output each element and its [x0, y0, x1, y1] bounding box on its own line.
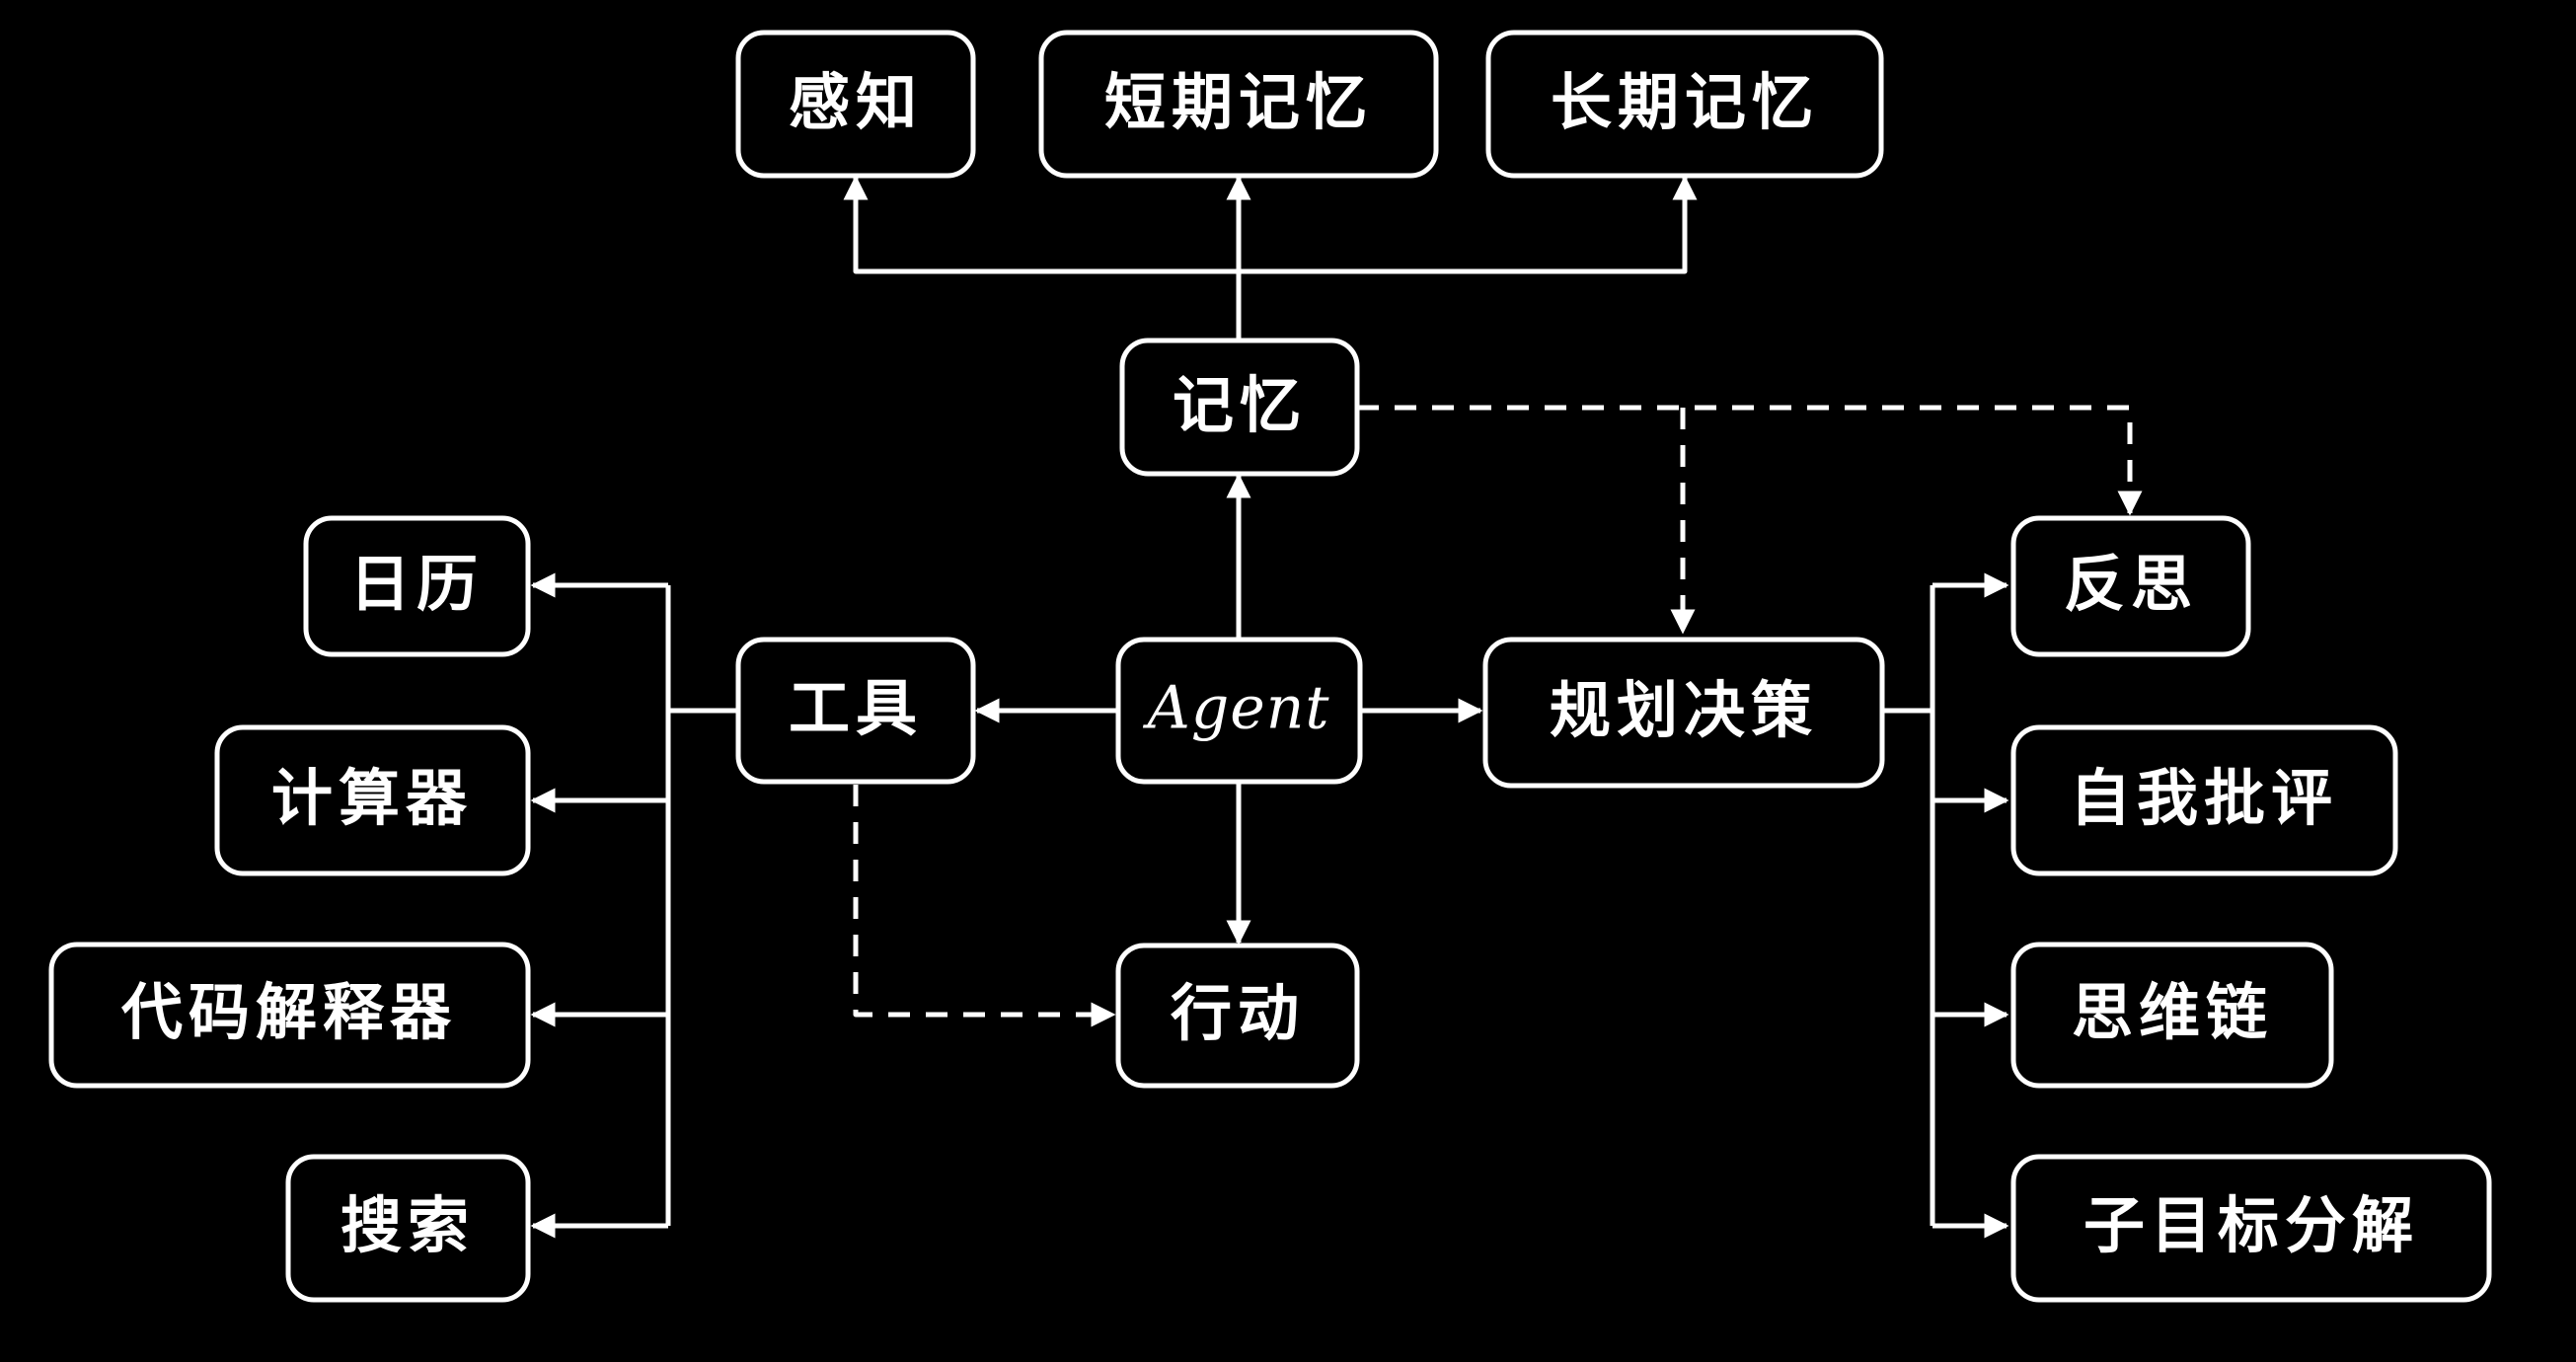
edge-tools-to-action-dashed	[853, 785, 1116, 1027]
node-search-label: 搜索	[341, 1189, 475, 1261]
node-planning-label: 规划决策	[1550, 674, 1818, 746]
node-calculator: 计算器	[214, 724, 531, 876]
node-self-critique-label: 自我批评	[2070, 762, 2338, 834]
node-short-term-memory: 短期记忆	[1038, 30, 1439, 179]
node-long-term-memory-label: 长期记忆	[1551, 66, 1819, 138]
node-chain-of-thought: 思维链	[2010, 942, 2334, 1089]
node-perception-label: 感知	[789, 66, 923, 138]
node-action: 行动	[1115, 943, 1360, 1089]
node-subgoal-decomposition-label: 子目标分解	[2084, 1189, 2419, 1261]
node-planning: 规划决策	[1482, 637, 1885, 789]
edge-memory-to-reflection-dashed	[1357, 405, 2143, 516]
edge-to-long-term-memory	[1239, 175, 1698, 274]
node-code-interpreter-label: 代码解释器	[120, 976, 457, 1048]
edge-to-perception	[843, 175, 1239, 274]
node-reflection: 反思	[2010, 515, 2251, 657]
node-agent-label: Agent	[1143, 674, 1330, 743]
node-long-term-memory: 长期记忆	[1485, 30, 1884, 179]
node-self-critique: 自我批评	[2010, 724, 2398, 876]
node-short-term-memory-label: 短期记忆	[1104, 66, 1373, 138]
node-calendar: 日历	[303, 515, 531, 657]
node-perception: 感知	[735, 30, 976, 179]
nodes: 感知 短期记忆 长期记忆 记忆 Agent 工具 规划决策 行动	[48, 30, 2492, 1303]
node-calculator-label: 计算器	[271, 762, 473, 834]
node-reflection-label: 反思	[2064, 548, 2198, 620]
node-subgoal-decomposition: 子目标分解	[2010, 1154, 2492, 1303]
node-tools-label: 工具	[789, 672, 923, 744]
node-chain-of-thought-label: 思维链	[2072, 976, 2273, 1048]
node-memory: 记忆	[1119, 338, 1360, 477]
node-tools: 工具	[735, 637, 976, 785]
node-memory-label: 记忆	[1173, 369, 1307, 441]
node-search: 搜索	[285, 1154, 531, 1303]
node-agent: Agent	[1115, 637, 1363, 785]
node-action-label: 行动	[1171, 977, 1305, 1049]
node-code-interpreter: 代码解释器	[48, 942, 531, 1089]
edges	[530, 175, 2143, 1239]
node-calendar-label: 日历	[349, 548, 484, 620]
